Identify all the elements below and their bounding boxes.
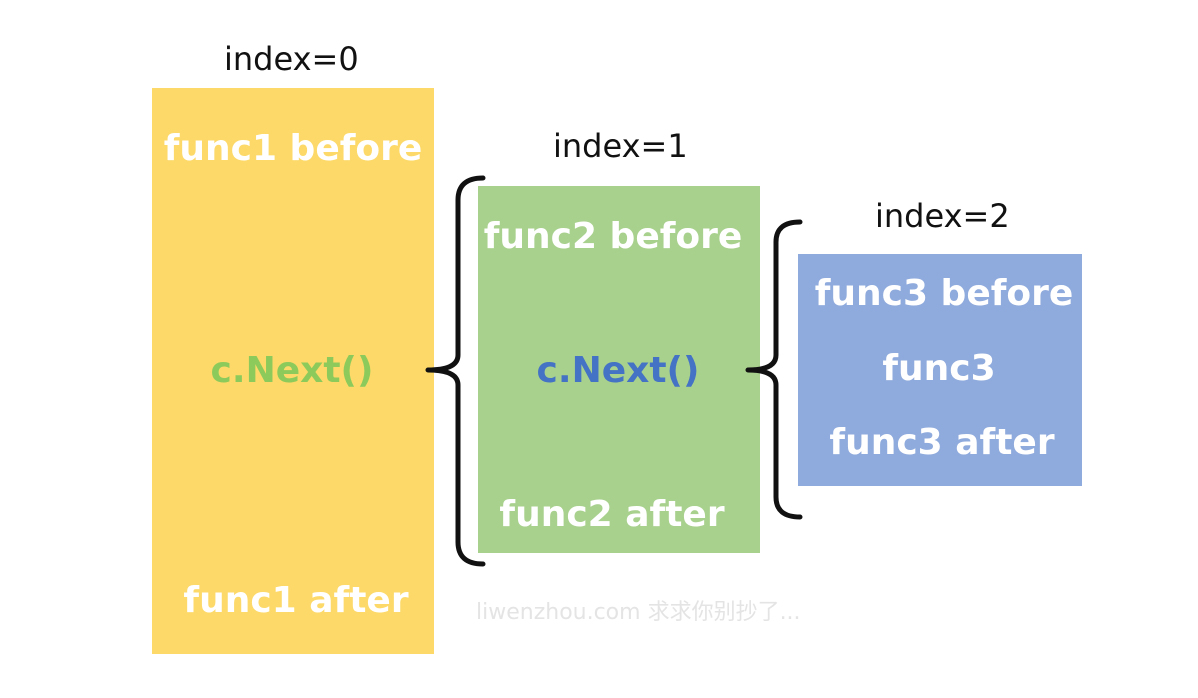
func2-next-call: c.Next() (536, 350, 700, 391)
func2-before-label: func2 before (483, 216, 743, 257)
func3-label: func3 (882, 348, 996, 389)
func3-after-label: func3 after (829, 422, 1055, 463)
func1-block: func1 before c.Next() func1 after (152, 88, 434, 654)
func1-before-label: func1 before (163, 128, 423, 169)
index-label-2: index=2 (875, 197, 1010, 235)
func2-block: func2 before c.Next() func2 after (478, 186, 760, 553)
bracket-left-icon (425, 175, 486, 567)
func1-after-label: func1 after (183, 580, 409, 621)
func1-next-call: c.Next() (210, 350, 374, 391)
watermark: liwenzhou.com 求求你别抄了... (476, 600, 801, 625)
index-label-0: index=0 (224, 40, 359, 78)
index-label-1: index=1 (553, 127, 688, 165)
func3-block: func3 before func3 func3 after (798, 254, 1082, 486)
bracket-right-icon (745, 219, 803, 520)
func2-after-label: func2 after (499, 494, 725, 535)
func3-before-label: func3 before (814, 273, 1074, 314)
